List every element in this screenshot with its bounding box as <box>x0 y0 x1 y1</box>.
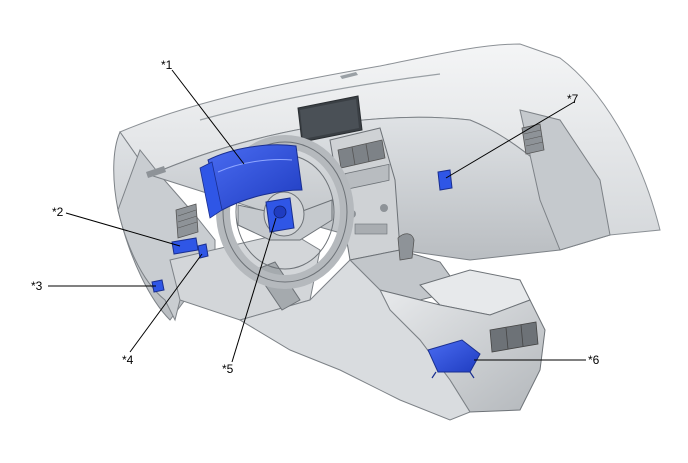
floor-tunnel <box>238 259 471 421</box>
component-7-module <box>437 169 453 191</box>
component-1-combination-meter <box>207 144 303 211</box>
leader-line-4 <box>129 253 203 353</box>
tweeter-grille <box>146 166 166 178</box>
callout-1: *1 <box>161 58 173 72</box>
left-vent <box>175 203 199 239</box>
leader-line-1 <box>171 69 245 165</box>
component-2-module <box>171 237 199 255</box>
callout-4: *4 <box>122 353 134 367</box>
leader-line-2 <box>65 212 181 247</box>
defroster-line <box>199 73 441 121</box>
control-knob-right <box>380 204 388 212</box>
component-3-connector <box>151 279 165 293</box>
leader-line-5 <box>231 217 277 363</box>
rear-vents <box>489 321 539 353</box>
callout-3: *3 <box>31 279 43 293</box>
callout-6: *6 <box>588 353 600 367</box>
callout-2: *2 <box>52 205 64 219</box>
component-6-sensor-assembly <box>427 339 481 373</box>
gear-shifter <box>397 233 415 261</box>
component-1-bracket <box>199 161 223 219</box>
callout-7: *7 <box>567 92 579 106</box>
audio-panel <box>354 223 388 235</box>
right-vent <box>521 123 545 155</box>
callout-5: *5 <box>222 362 234 376</box>
center-vents <box>337 139 386 169</box>
defroster-vent <box>340 72 358 79</box>
component-4-sensor <box>197 243 209 259</box>
leader-line-7 <box>445 101 575 179</box>
